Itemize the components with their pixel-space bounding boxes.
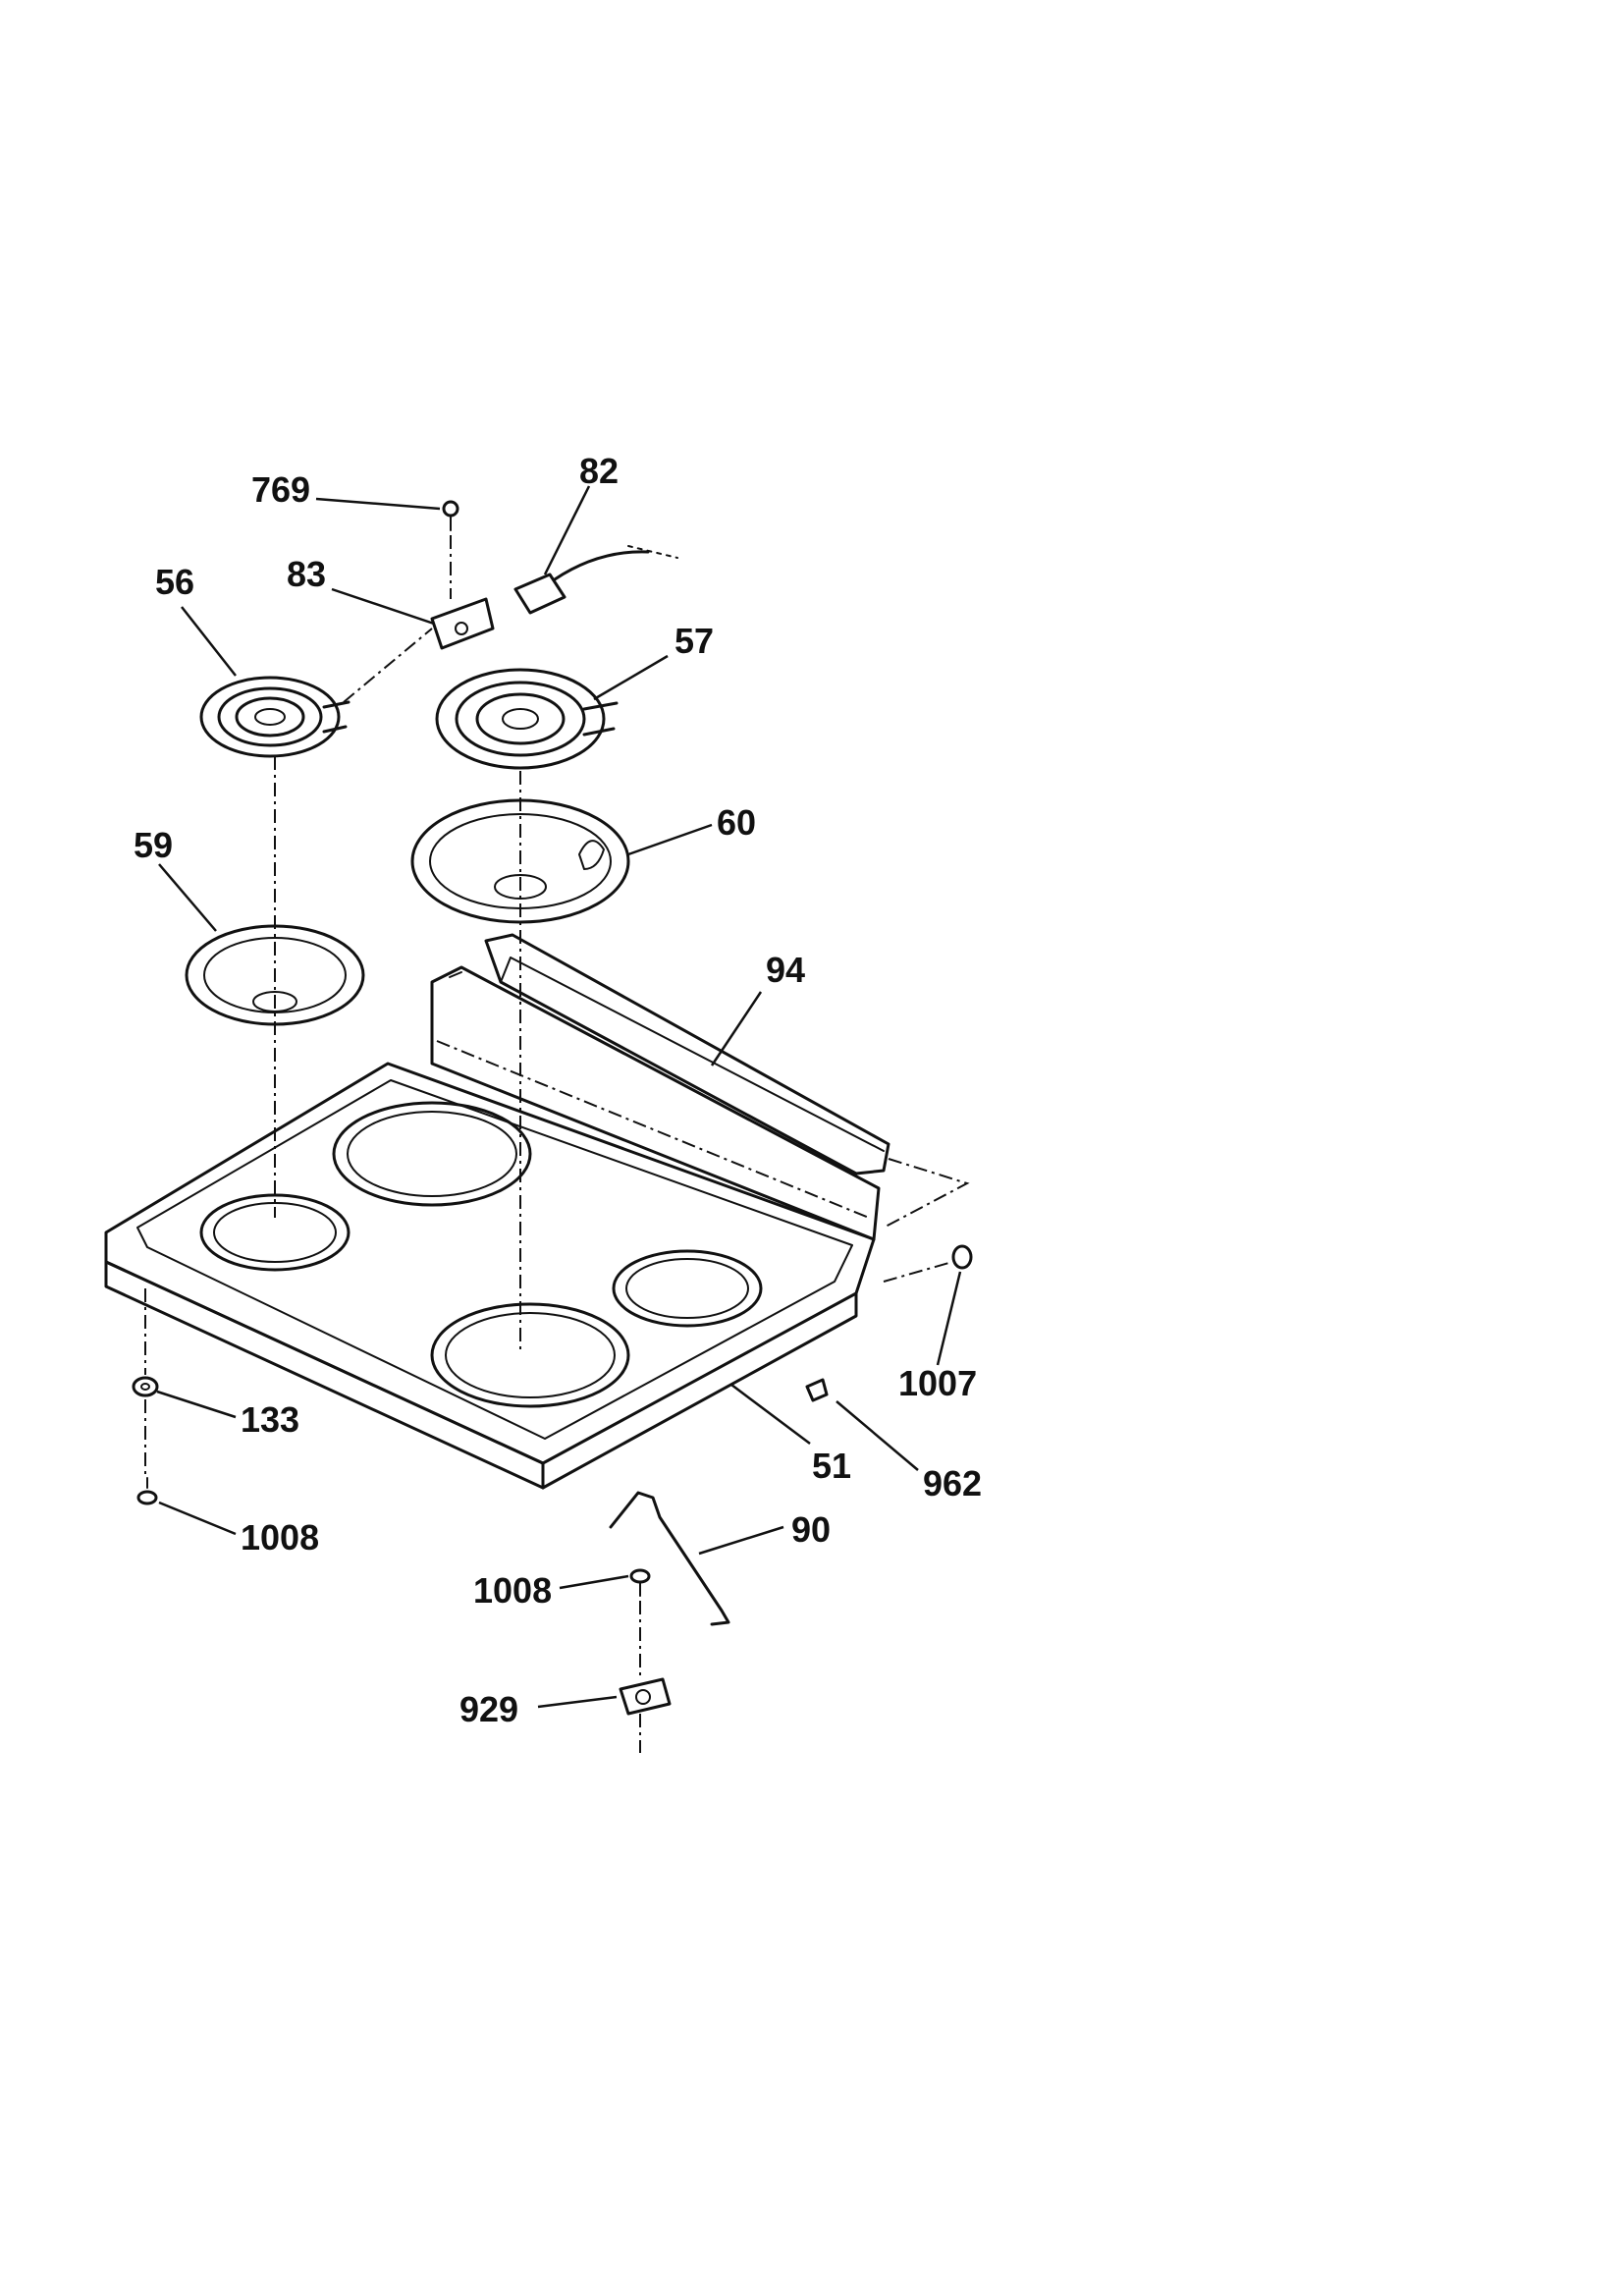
bracket-wire-90 [609,1491,730,1626]
label-57: 57 [674,621,714,661]
washer-133 [132,1376,159,1397]
label-82: 82 [579,451,619,491]
label-94: 94 [766,950,805,990]
screw-1008-left [136,1477,158,1505]
label-83: 83 [287,554,326,594]
assembly-centerlines [144,535,953,1753]
label-962: 962 [923,1463,982,1503]
terminal-block-83 [430,597,495,650]
connector-82 [513,545,678,615]
label-90: 90 [791,1509,831,1550]
label-133: 133 [241,1399,299,1440]
screw-1008-center [629,1568,651,1597]
label-1008-center: 1008 [473,1570,552,1611]
label-929: 929 [459,1689,518,1729]
clip-962 [805,1378,829,1402]
label-1008-left: 1008 [241,1517,319,1558]
label-56: 56 [155,562,194,602]
label-59: 59 [134,825,173,865]
part-labels: 769 82 56 83 57 59 60 94 1007 133 51 962… [134,451,982,1729]
label-60: 60 [717,802,756,843]
label-51: 51 [812,1446,851,1486]
cooktop-main-top [104,965,881,1490]
screw-769 [442,500,459,531]
surface-element-large [435,668,619,770]
surface-element-small [199,676,351,758]
anti-tip-bracket-929 [619,1677,672,1716]
label-1007: 1007 [898,1363,977,1403]
rear-trim-rail [484,933,970,1229]
clip-1007 [951,1244,973,1270]
leader-lines [156,485,962,1709]
label-769: 769 [251,469,310,510]
